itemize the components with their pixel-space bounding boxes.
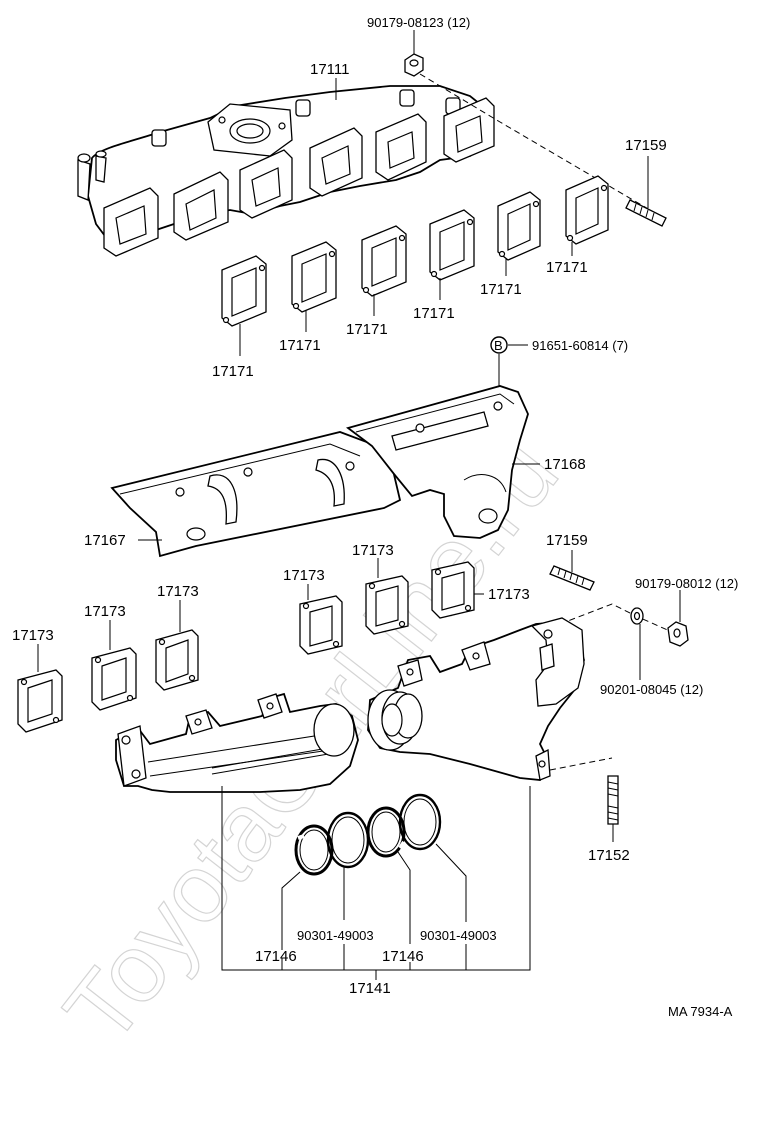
stud-upper-icon[interactable] (625, 199, 667, 227)
label-17173-e[interactable]: 17173 (352, 542, 394, 559)
nut-top-icon[interactable] (404, 53, 424, 77)
label-bolt-b[interactable]: 91651-60814 (7) (532, 338, 628, 353)
label-nut-top[interactable]: 90179-08123 (12) (367, 15, 470, 30)
label-17171-c[interactable]: 17171 (346, 321, 388, 338)
gasket-17173-b-icon[interactable] (91, 647, 137, 711)
label-ring-a[interactable]: 90301-49003 (297, 928, 374, 943)
gasket-17173-f-icon[interactable] (431, 561, 475, 619)
label-washer[interactable]: 90201-08045 (12) (600, 682, 703, 697)
gasket-17171-a-icon[interactable] (221, 255, 267, 327)
heat-insulator-17168-icon[interactable] (345, 385, 529, 539)
dash-line-middle (559, 603, 673, 633)
gasket-17171-f-icon[interactable] (565, 175, 609, 245)
label-stud-upper[interactable]: 17159 (625, 137, 667, 154)
gasket-17171-b-icon[interactable] (291, 241, 337, 313)
label-ring-b[interactable]: 90301-49003 (420, 928, 497, 943)
label-17173-b[interactable]: 17173 (84, 603, 126, 620)
gasket-17171-e-icon[interactable] (497, 191, 541, 261)
seal-ring-a-icon[interactable] (294, 824, 334, 876)
label-17173-f[interactable]: 17173 (488, 586, 530, 603)
dash-line-upper (419, 73, 651, 211)
label-stud-middle[interactable]: 17159 (546, 532, 588, 549)
label-17171-a[interactable]: 17171 (212, 363, 254, 380)
label-17141[interactable]: 17141 (349, 980, 391, 997)
ring-b-icon[interactable] (398, 793, 442, 851)
bolt-b-letter: B (494, 338, 503, 353)
gasket-17171-c-icon[interactable] (361, 225, 407, 297)
bolt-b-marker-icon[interactable]: B (490, 336, 508, 354)
ring-a-icon[interactable] (326, 811, 370, 869)
label-17173-a[interactable]: 17173 (12, 627, 54, 644)
reference-code: MA 7934-A (668, 1004, 733, 1019)
label-17173-c[interactable]: 17173 (157, 583, 199, 600)
label-stud-lower[interactable]: 17152 (588, 847, 630, 864)
washer-right-icon[interactable] (630, 607, 644, 625)
label-17171-b[interactable]: 17171 (279, 337, 321, 354)
gasket-17173-d-icon[interactable] (299, 595, 343, 655)
label-17173-d[interactable]: 17173 (283, 567, 325, 584)
gasket-17173-c-icon[interactable] (155, 629, 199, 691)
nut-right-icon[interactable] (667, 621, 689, 647)
label-seal-ring-a[interactable]: 17146 (255, 948, 297, 965)
stud-middle-icon[interactable] (549, 565, 595, 591)
stud-lower-icon[interactable] (607, 775, 619, 825)
label-seal-ring-b[interactable]: 17146 (382, 948, 424, 965)
leader-seal-ring-a (281, 871, 301, 950)
label-17168[interactable]: 17168 (544, 456, 586, 473)
seal-ring-b-icon[interactable] (366, 806, 406, 858)
label-17167[interactable]: 17167 (84, 532, 126, 549)
label-17171-e[interactable]: 17171 (480, 281, 522, 298)
label-nut-right[interactable]: 90179-08012 (12) (635, 576, 738, 591)
label-17171-f[interactable]: 17171 (546, 259, 588, 276)
leader-seal-ring-b (397, 851, 411, 944)
dash-line-lower (549, 757, 613, 771)
manifold-17111-icon[interactable] (77, 85, 495, 257)
label-17171-d[interactable]: 17171 (413, 305, 455, 322)
gasket-17171-d-icon[interactable] (429, 209, 475, 281)
gasket-17173-a-icon[interactable] (17, 669, 63, 733)
exhaust-manifold-17141-icon[interactable] (115, 617, 585, 793)
label-17111[interactable]: 17111 (310, 61, 350, 78)
heat-insulator-17167-icon[interactable] (110, 431, 402, 558)
gasket-17173-e-icon[interactable] (365, 575, 409, 635)
leader-ring-b (435, 843, 467, 922)
